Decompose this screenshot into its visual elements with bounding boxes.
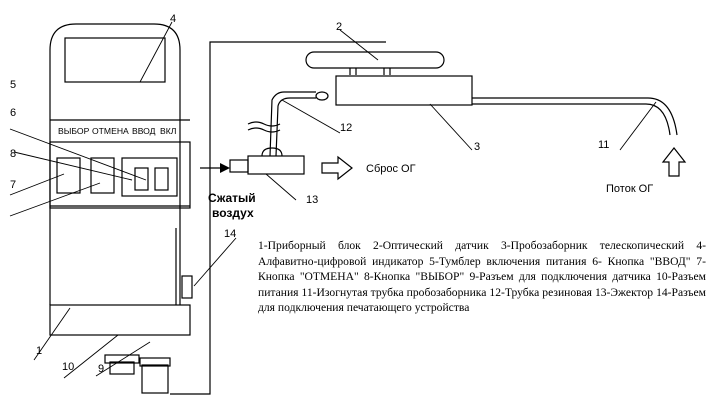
- legend-item: 11-Изогнутая трубка пробозаборника: [301, 285, 487, 299]
- ejector: [247, 155, 305, 175]
- panel-vkl: ВКЛ: [160, 126, 176, 136]
- legend-item: 2-Оптический датчик: [373, 239, 489, 252]
- legend-item: 3-Пробозаборник телескопический: [500, 239, 685, 252]
- power-connector-base: [49, 304, 191, 336]
- label-5: 5: [10, 79, 16, 91]
- flow-arrow: [661, 147, 687, 177]
- legend-item: 10-Разъем питания: [258, 270, 706, 299]
- alphanumeric-indicator: [64, 37, 166, 83]
- button-panel: [49, 141, 191, 209]
- panel-vvod: ВВОД: [132, 126, 156, 136]
- label-3: 3: [474, 141, 480, 153]
- sensor-connector: [109, 361, 135, 375]
- label-8: 8: [10, 148, 16, 160]
- bent-tube: [472, 97, 678, 136]
- legend-item: 6- Кнопка "ВВОД": [592, 254, 691, 268]
- rubber-tube: [269, 91, 316, 157]
- legend-item: 13-Эжектор: [594, 285, 654, 299]
- label-4: 4: [170, 13, 176, 25]
- legend-item: 12-Трубка резиновая: [489, 285, 592, 299]
- label-14: 14: [224, 228, 236, 240]
- otmena-button-shape: [56, 157, 81, 194]
- instrument-block: [49, 23, 181, 305]
- label-9: 9: [98, 363, 104, 375]
- label-1: 1: [36, 345, 42, 357]
- caption-exhaust: Сброс ОГ: [366, 163, 416, 175]
- legend-item: 14-Разъем для подключения печатающего ус…: [258, 285, 706, 315]
- legend: 1-Приборный блок 2-Оптический датчик 3-П…: [258, 238, 706, 316]
- vybor-button-shape: [134, 167, 149, 191]
- legend-item: 8-Кнопка "ВЫБОР": [364, 270, 465, 284]
- label-2: 2: [336, 21, 342, 33]
- panel-vybor: ВЫБОР: [58, 126, 90, 136]
- printer-connector: [181, 275, 193, 299]
- telescopic-probe: [335, 75, 473, 106]
- optical-sensor: [305, 51, 445, 69]
- exhaust-arrow: [321, 155, 353, 181]
- label-12: 12: [340, 122, 352, 134]
- legend-item: 1-Приборный блок: [258, 239, 361, 252]
- label-7: 7: [10, 179, 16, 191]
- label-11: 11: [598, 139, 609, 151]
- toggle-frame: [121, 157, 178, 197]
- legend-item: 9-Разъем для подключения датчика: [469, 270, 651, 284]
- legend-item: 5-Тумблер включения питания: [429, 254, 587, 268]
- label-13: 13: [306, 194, 318, 206]
- legend-item: 7-Кнопка "ОТМЕНА": [258, 254, 706, 284]
- label-6: 6: [10, 107, 16, 119]
- legend-item: 4-Алфавитно-цифровой индикатор: [258, 239, 707, 268]
- caption-flow: Поток ОГ: [606, 183, 653, 195]
- caption-compressed: Сжатый: [208, 191, 256, 205]
- vkl-button-shape: [154, 167, 169, 191]
- panel-otmena: ОТМЕНА: [92, 126, 129, 136]
- caption-air: воздух: [212, 206, 254, 220]
- label-10: 10: [62, 361, 74, 373]
